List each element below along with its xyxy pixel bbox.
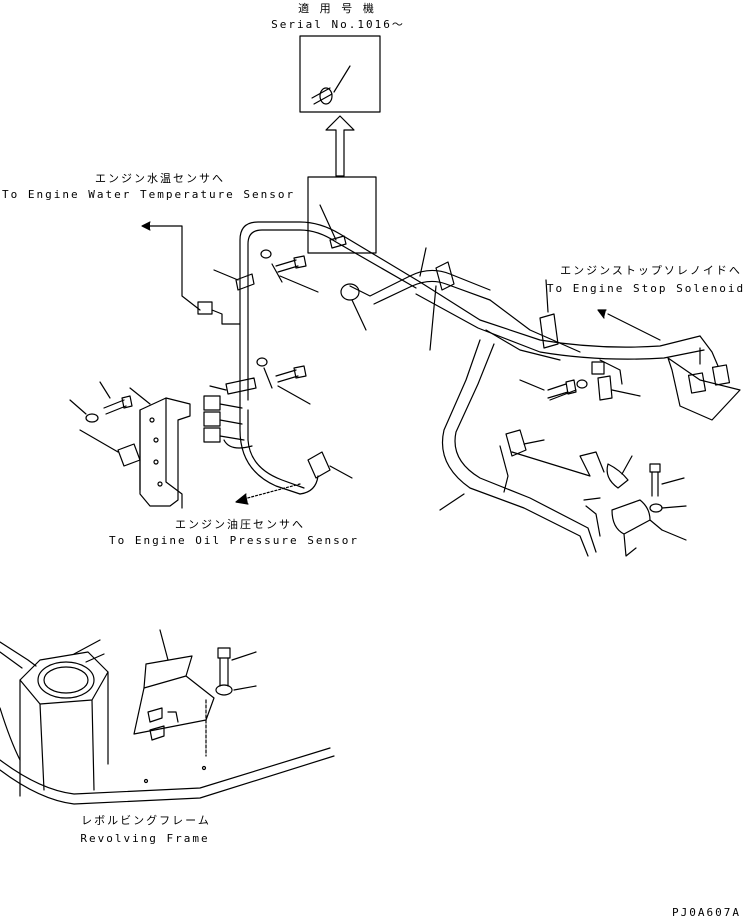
revolving-frame-label-en: Revolving Frame <box>80 832 210 845</box>
applicability-label-jp: 適 用 号 機 <box>298 2 376 15</box>
oil-pressure-sensor-label-jp: エンジン油圧センサへ <box>175 518 305 531</box>
water-temp-sensor-label-en: To Engine Water Temperature Sensor <box>2 188 296 201</box>
connector-stack <box>203 395 253 449</box>
stop-solenoid <box>606 455 687 557</box>
stop-solenoid-label-en: To Engine Stop Solenoid <box>546 282 746 295</box>
main-harness <box>209 221 421 505</box>
drawing-code: PJ0A607A <box>672 906 741 919</box>
detail-arrow <box>325 115 355 177</box>
oil-pressure-sensor-label-en: To Engine Oil Pressure Sensor <box>108 534 360 547</box>
mounting-bracket <box>79 387 191 509</box>
water-temp-sensor-label-jp: エンジン水温センサへ <box>95 172 225 185</box>
applicability-label-en: Serial No.1016～ <box>271 18 405 31</box>
centre-harness <box>340 247 741 421</box>
bolts-left <box>69 249 319 423</box>
tube-frame <box>439 329 605 557</box>
water-temp-lead <box>141 221 241 325</box>
revolving-frame-drawing <box>0 629 335 805</box>
detail-box-clamp <box>307 176 377 254</box>
revolving-frame-label-jp: レボルビングフレーム <box>81 814 211 827</box>
stop-solenoid-label-jp: エンジンストップソレノイドへ <box>560 264 742 277</box>
detail-box-serial <box>299 35 381 113</box>
